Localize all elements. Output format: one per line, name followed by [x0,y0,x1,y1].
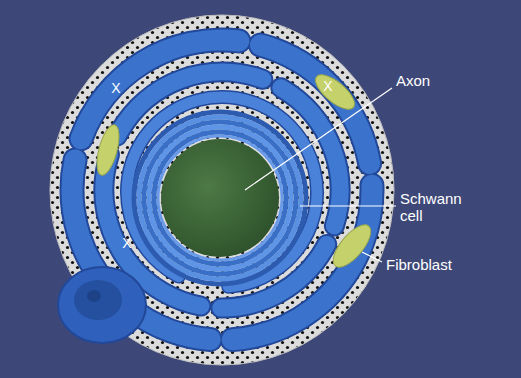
leader-lines [245,88,396,262]
part-label: Schwann cell [400,190,466,224]
part-label: Axon [396,72,430,89]
region-mark: X [111,80,120,97]
axon [161,139,279,257]
endoneurium [50,15,394,365]
schwann-processes [30,0,415,378]
myelin-rings [134,112,306,284]
fibroblasts [93,69,378,273]
schwann-nucleus [58,267,146,343]
region-mark: X [323,78,332,95]
part-label: Fibroblast [386,256,452,273]
region-mark: X [122,235,131,252]
